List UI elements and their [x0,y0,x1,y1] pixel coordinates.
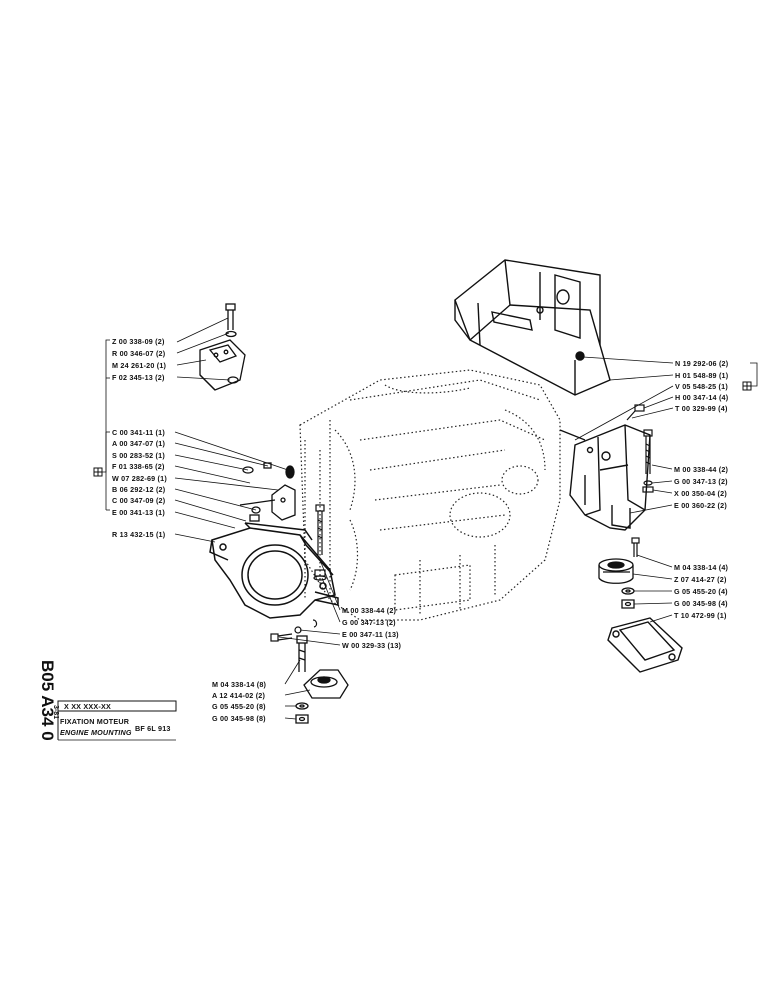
title-fr: FIXATION MOTEUR [60,717,130,726]
callout-label: F 02 345-13 (2) [112,373,165,382]
callout-label: W 07 282-69 (1) [112,474,167,483]
callout-label: M 00 338-44 (2) [342,606,397,615]
mounting-plate [607,617,683,673]
callouts-top-right: N 19 292-06 (2) H 01 548-89 (1) V 05 548… [675,359,729,413]
callout-label: F 01 338-65 (2) [112,462,165,471]
title-en: ENGINE MOUNTING [60,728,132,737]
document-code: B05 A34 0 [38,660,57,741]
leader-lines [100,317,758,720]
callout-label: B 06 292-12 (2) [112,485,166,494]
callout-label: C 00 341-11 (1) [112,428,165,437]
callout-label: H 01 548-89 (1) [675,371,729,380]
left-clamp-bracket [209,522,339,619]
side-bolt [270,619,318,642]
callout-label: G 00 345-98 (8) [212,714,266,723]
top-left-bracket [199,303,246,391]
callout-label: G 05 455-20 (8) [212,702,266,711]
callout-label: W 00 329-33 (13) [342,641,402,650]
right-washer [621,587,635,595]
callouts-left-middle: C 00 341-11 (1) A 00 347-07 (1) S 00 283… [112,428,167,539]
right-bolts [626,404,654,557]
callout-label: M 00 338-44 (2) [674,465,729,474]
callout-label: G 00 345-98 (4) [674,599,728,608]
callout-label: T 00 329-99 (4) [675,404,728,413]
callout-label: G 00 347-13 (2) [674,477,728,486]
link-box-icon [742,381,752,391]
callout-label: M 24 261-20 (1) [112,361,167,370]
callout-label: V 05 548-25 (1) [675,382,728,391]
callout-label: E 00 347-11 (13) [342,630,399,639]
right-mount-bracket [559,424,651,531]
document-date: 3-81 [52,705,59,719]
callouts-right-bottom: M 04 338-14 (4) Z 07 414-27 (2) G 05 455… [674,563,729,620]
callout-label: N 19 292-06 (2) [675,359,729,368]
callout-label: C 00 347-09 (2) [112,496,166,505]
callouts-right-middle: M 00 338-44 (2) G 00 347-13 (2) X 00 350… [674,465,729,510]
left-small-bracket [239,462,296,522]
callout-label: E 00 341-13 (1) [112,508,165,517]
callout-label: T 10 472-99 (1) [674,611,727,620]
callout-label: X 00 350-04 (2) [674,489,727,498]
left-rubber-mount [295,635,349,724]
callout-label: M 04 338-14 (8) [212,680,267,689]
callout-label: R 00 346-07 (2) [112,349,166,358]
callout-label: H 00 347-14 (4) [675,393,729,402]
callout-label: Z 07 414-27 (2) [674,575,727,584]
callout-label: G 05 455-20 (4) [674,587,728,596]
callouts-top-left: Z 00 338-09 (2) R 00 346-07 (2) M 24 261… [112,337,167,382]
link-box-icon [93,467,103,477]
callout-label: A 12 414-02 (2) [212,691,265,700]
callouts-center: M 00 338-44 (2) G 00 347-13 (2) E 00 347… [342,606,402,650]
callout-label: Z 00 338-09 (2) [112,337,165,346]
callout-label: G 00 347-13 (2) [342,618,396,627]
callout-label: A 00 347-07 (1) [112,439,165,448]
callouts-bottom-left: M 04 338-14 (8) A 12 414-02 (2) G 05 455… [212,680,267,723]
right-rubber-mount [598,558,634,584]
callout-label: E 00 360-22 (2) [674,501,727,510]
part-pattern: X XX XXX-XX [64,702,111,711]
right-nut [621,599,635,609]
callout-label: S 00 283-52 (1) [112,451,165,460]
callout-label: R 13 432-15 (1) [112,530,166,539]
engine-outline [299,369,561,621]
support-housing [454,259,611,396]
title-block: B05 A34 0 3-81 X XX XXX-XX FIXATION MOTE… [38,660,177,741]
engine-model: BF 6L 913 [135,724,171,733]
callout-label: M 04 338-14 (4) [674,563,729,572]
